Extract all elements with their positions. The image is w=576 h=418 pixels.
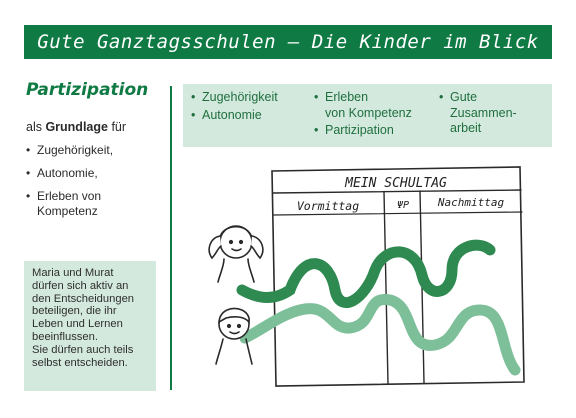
learning-path-light	[239, 294, 521, 376]
note-line: dürfen sich aktiv an	[32, 279, 129, 292]
bullet-item: Autonomie,	[26, 166, 156, 181]
title-banner: Gute Ganztagsschulen – Die Kinder im Bli…	[24, 25, 552, 59]
needs-column-1: Zugehörigkeit Autonomie	[191, 90, 278, 123]
needs-item: Zugehörigkeit	[191, 90, 278, 106]
needs-column-3: Gute Zusammen- arbeit	[439, 90, 517, 137]
schedule-sheet	[271, 166, 525, 387]
section-heading: Partizipation	[26, 80, 149, 100]
needs-item: Partizipation	[314, 123, 412, 139]
girl-figure	[208, 225, 264, 283]
needs-column-2: Erleben von Kompetenz Partizipation	[314, 90, 412, 139]
needs-item-line: von Kompetenz	[325, 105, 412, 120]
lunch-symbol: ΨΡ	[397, 200, 409, 211]
bullet-item: Erleben von Kompetenz	[26, 189, 156, 219]
schedule-title: MEIN SCHULTAG	[344, 176, 447, 191]
intro-prefix: als	[26, 120, 46, 134]
school-day-illustration: MEIN SCHULTAG Vormittag ΨΡ Nachmittag	[208, 166, 525, 387]
note-line: beeinflussen.	[32, 330, 98, 343]
note-line: beteiligen, die ihr	[32, 305, 117, 318]
learning-path-dark	[236, 239, 496, 308]
banner-title: Gute Ganztagsschulen – Die Kinder im Bli…	[37, 31, 539, 53]
schedule-morning-label: Vormittag	[297, 199, 359, 213]
intro-bold: Grundlage	[45, 120, 108, 134]
note-line: selbst entscheiden.	[32, 356, 128, 369]
needs-item-line: Zusammen-	[450, 105, 517, 120]
bullet-item: Zugehörigkeit,	[26, 143, 156, 158]
boy-figure	[215, 307, 253, 365]
divider-line	[170, 86, 172, 390]
note-line: Leben und Lernen	[32, 318, 123, 331]
needs-item: Autonomie	[191, 108, 278, 124]
intro-text: als Grundlage für	[26, 120, 126, 134]
needs-item-line: arbeit	[450, 121, 482, 135]
note-line: den Entscheidungen	[32, 292, 135, 305]
needs-item-line: Erleben	[325, 90, 369, 104]
intro-suffix: für	[107, 120, 127, 134]
needs-item: Gute Zusammen- arbeit	[439, 90, 517, 137]
note-line: Maria und Murat	[32, 267, 114, 279]
needs-item: Erleben von Kompetenz	[314, 90, 412, 121]
note-line: Sie dürfen auch teils	[32, 343, 134, 356]
schedule-afternoon-label: Nachmittag	[437, 196, 505, 209]
bullet-list: Zugehörigkeit, Autonomie, Erleben von Ko…	[26, 143, 156, 227]
needs-item-line: Gute	[450, 90, 478, 104]
info-note: Maria und Murat dürfen sich aktiv an den…	[24, 261, 156, 391]
needs-box: Zugehörigkeit Autonomie Erleben von Komp…	[183, 84, 552, 147]
